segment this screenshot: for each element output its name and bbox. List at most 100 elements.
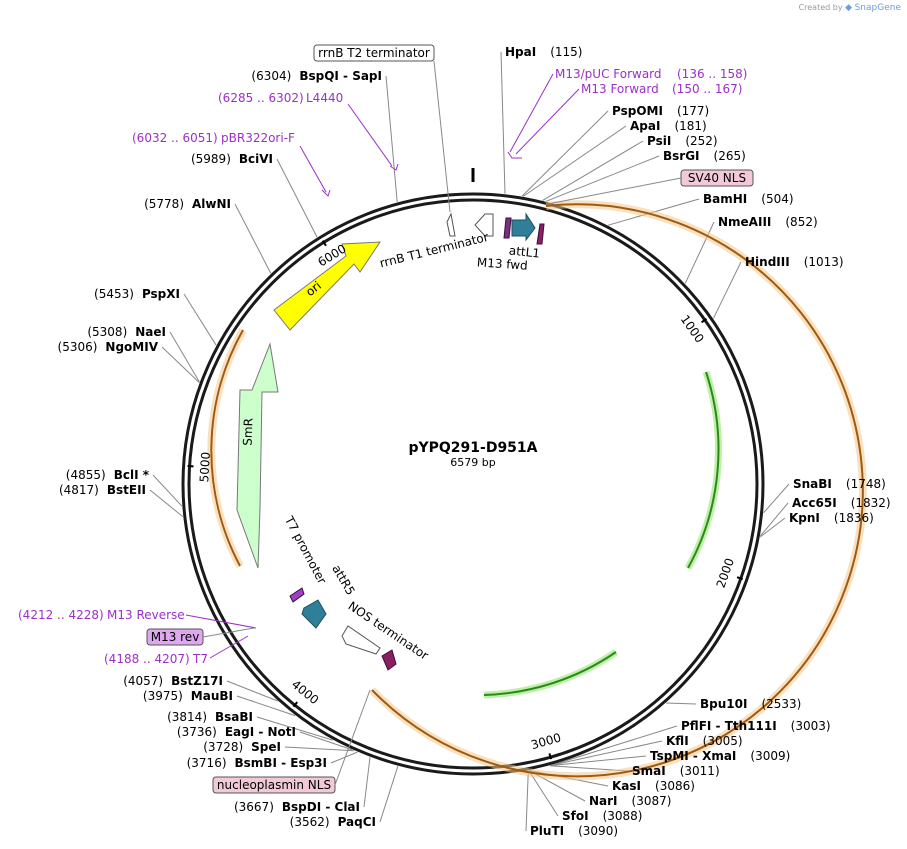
- site-name: BsaBI: [215, 710, 253, 724]
- site-position: (265): [714, 149, 746, 163]
- site-name: BstZ17I: [171, 674, 223, 688]
- site-name: BsmBI - Esp3I: [235, 756, 327, 770]
- site-name: HpaI: [505, 45, 536, 59]
- site-leader: [161, 346, 200, 383]
- attr5-label: attR5: [329, 562, 357, 597]
- site-position: (1832): [851, 496, 891, 510]
- site-leader: [363, 757, 371, 808]
- site-name: HindIII: [745, 255, 790, 269]
- tick-mark: [736, 576, 744, 581]
- site-leader: [763, 483, 790, 514]
- backbone-inner: [187, 198, 759, 770]
- primer-m13puc-name: M13/pUC Forward: [555, 67, 662, 81]
- green-track-bottom-line: [483, 651, 617, 696]
- site-position: (4057): [123, 674, 163, 688]
- site-name: PflFI - Tth111I: [681, 719, 777, 733]
- site-position: (3562): [290, 815, 330, 829]
- tick-mark: [700, 317, 708, 324]
- tick-label: 5000: [197, 451, 213, 482]
- site-leader: [551, 740, 663, 766]
- site-name: NmeAIII: [718, 215, 771, 229]
- site-name: KpnI: [789, 511, 820, 525]
- site-name: BciVI: [239, 152, 273, 166]
- site-name: PspOMI: [612, 104, 663, 118]
- site-name: BspQI - SapI: [299, 69, 382, 83]
- sv40-label: SV40 NLS: [688, 171, 746, 185]
- site-leader: [684, 221, 715, 284]
- m13fwd-label: M13 fwd: [476, 255, 528, 273]
- rrnb-t2-label: rrnB T2 terminator: [318, 46, 430, 60]
- site-name: MauBI: [191, 689, 233, 703]
- site-leader: [284, 746, 355, 752]
- site-leader: [152, 474, 183, 507]
- plasmid-name: pYPQ291-D951A: [408, 440, 537, 456]
- rrnb-t1-arrow: [474, 213, 494, 237]
- primer-pbr322-range: (6032 .. 6051): [132, 131, 218, 145]
- tick-mark: [321, 240, 327, 247]
- site-labels: HpaI(115)PspOMI(177)ApaI(181)PsiI(252)Bs…: [58, 45, 891, 838]
- site-name: PaqCI: [338, 815, 376, 829]
- site-position: (3087): [632, 794, 672, 808]
- primer-pbr322-name: pBR322ori-F: [221, 131, 295, 145]
- site-position: (1013): [804, 255, 844, 269]
- rrnb-t2-arrow: [446, 212, 456, 237]
- site-name: TspMI - XmaI: [650, 749, 736, 763]
- site-leader: [759, 517, 786, 538]
- site-leader: [522, 125, 627, 197]
- site-position: (1748): [846, 477, 886, 491]
- site-name: BstEII: [107, 483, 146, 497]
- m13rev-label: M13 rev: [151, 630, 200, 644]
- green-track-right-line: [687, 371, 720, 569]
- primer-bind-right: [536, 223, 545, 245]
- site-leader: [550, 755, 647, 767]
- credit-brand: SnapGene: [854, 3, 901, 13]
- site-name: BamHI: [703, 192, 747, 206]
- orange-track-right-line: [371, 203, 864, 778]
- primer-l4440-name: L4440: [306, 91, 343, 105]
- site-name: NgoMIV: [105, 340, 158, 354]
- site-leader: [545, 155, 660, 202]
- site-leader: [712, 261, 742, 319]
- site-leader: [169, 331, 200, 383]
- primer-m13fwd-name: M13 Forward: [581, 82, 659, 96]
- ori-arrow: [273, 241, 381, 331]
- site-position: (3086): [655, 779, 695, 793]
- site-position: (5778): [144, 197, 184, 211]
- site-leader: [542, 140, 644, 201]
- site-lines: [149, 51, 790, 832]
- site-leader: [183, 293, 217, 346]
- site-position: (3728): [203, 740, 243, 754]
- site-position: (2533): [761, 697, 801, 711]
- site-leader: [528, 770, 559, 817]
- site-position: (3975): [143, 689, 183, 703]
- site-leader: [330, 751, 358, 764]
- site-leader: [385, 75, 398, 203]
- primer-t7-range: (4188 .. 4207): [104, 652, 190, 666]
- site-position: (5308): [87, 325, 127, 339]
- site-leader: [500, 51, 506, 194]
- tick-mark: [548, 753, 553, 760]
- site-name: BclI *: [114, 468, 150, 482]
- t7-promoter-label: T7 promoter: [281, 513, 329, 586]
- site-leader: [299, 731, 353, 751]
- site-name: SfoI: [562, 809, 589, 823]
- site-position: (3011): [680, 764, 720, 778]
- site-name: ApaI: [630, 119, 660, 133]
- site-name: PsiI: [647, 134, 671, 148]
- site-position: (3814): [167, 710, 207, 724]
- tick-mark: [292, 701, 299, 708]
- site-name: NaeI: [135, 325, 166, 339]
- snapgene-logo: ◆: [845, 3, 853, 13]
- site-name: NarI: [589, 794, 618, 808]
- site-name: KasI: [612, 779, 641, 793]
- primer-m13puc-range: (136 .. 158): [677, 67, 747, 81]
- site-leader: [551, 725, 678, 766]
- backbone-outer: [181, 192, 765, 776]
- site-leader: [226, 680, 278, 702]
- site-leader: [149, 489, 184, 518]
- site-position: (3009): [750, 749, 790, 763]
- site-name: Bpu10I: [700, 697, 747, 711]
- site-position: (115): [550, 45, 582, 59]
- site-position: (3090): [578, 824, 618, 838]
